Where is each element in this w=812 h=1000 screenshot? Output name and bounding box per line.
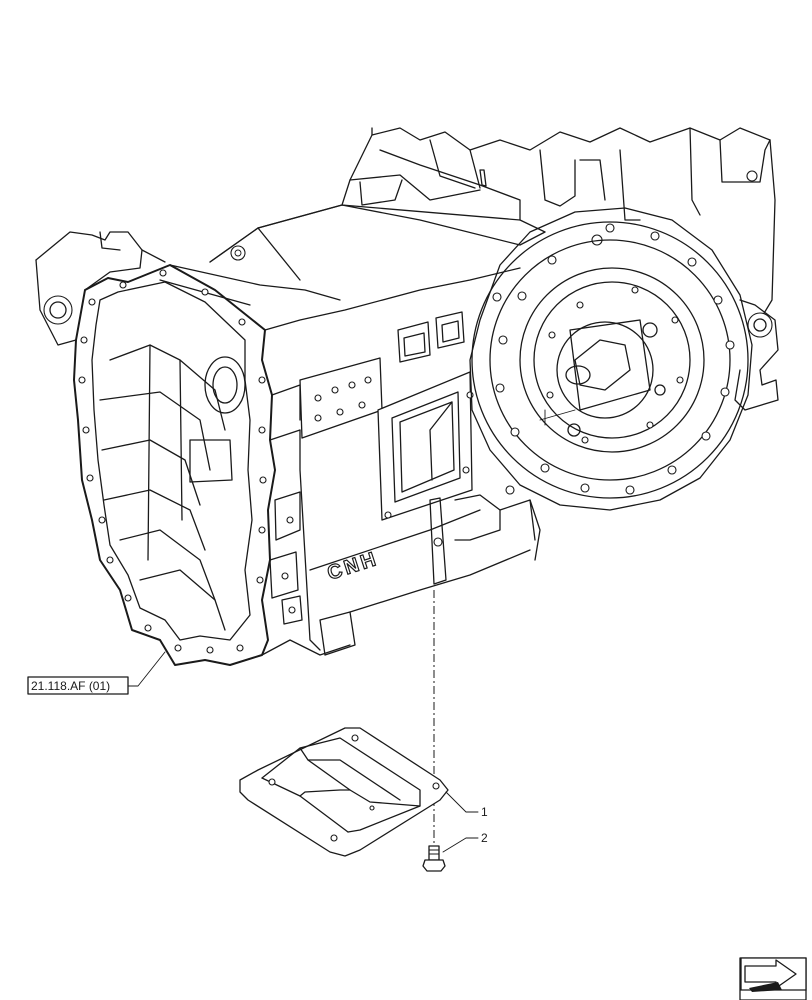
reference-callout[interactable]: 21.118.AF (01) (27, 651, 166, 695)
flange-bolt-holes (78, 269, 267, 654)
callout-2: 2 (442, 831, 488, 853)
rear-flange-bolt-holes (495, 223, 735, 495)
cover-plate (239, 727, 449, 857)
transmission-housing: CNH (35, 127, 779, 666)
rear-flange (471, 221, 749, 499)
callout-1: 1 (445, 791, 488, 819)
reference-label[interactable]: 21.118.AF (01) (31, 679, 110, 693)
reference-label-box[interactable] (27, 676, 129, 695)
callout-number-1: 1 (481, 805, 488, 819)
next-page-arrow-icon[interactable] (739, 957, 807, 1000)
brand-marking: CNH (325, 548, 382, 585)
bolt (422, 845, 446, 872)
callout-number-2: 2 (481, 831, 488, 845)
